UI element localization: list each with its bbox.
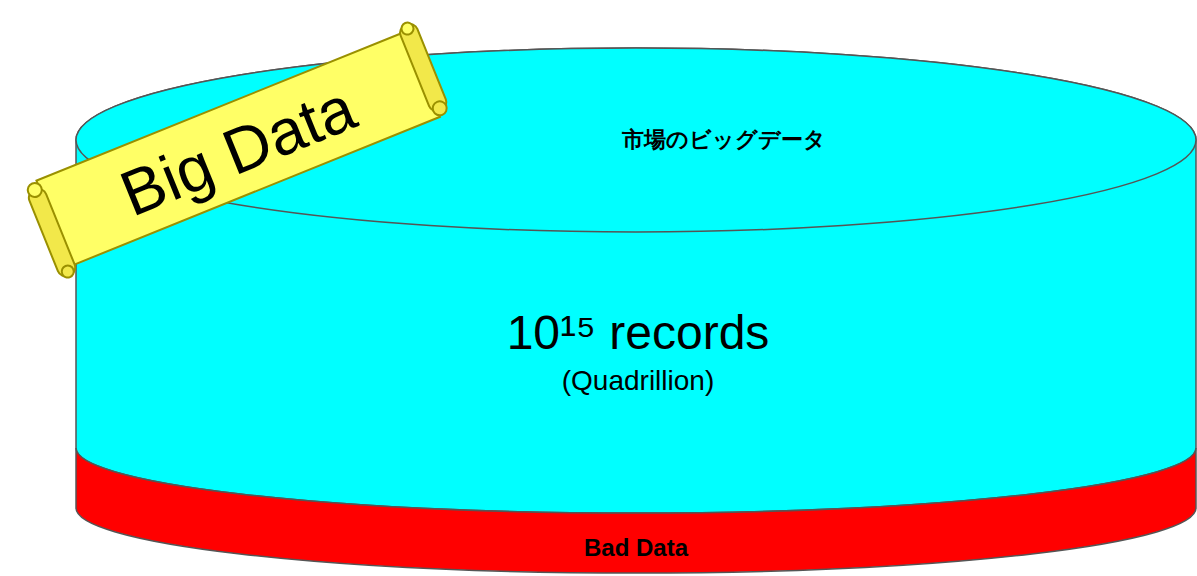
market-label: 市場のビッグデータ xyxy=(622,128,826,152)
count-word: (Quadrillion) xyxy=(562,366,715,397)
bad-data-label: Bad Data xyxy=(584,535,688,561)
cylinder-top xyxy=(76,48,1196,232)
bad-data-layer xyxy=(76,448,1196,573)
cylinder-body xyxy=(76,48,1196,513)
bad-data-band: Bad Data xyxy=(76,383,1197,576)
record-count: 10¹⁵ records xyxy=(507,307,770,360)
